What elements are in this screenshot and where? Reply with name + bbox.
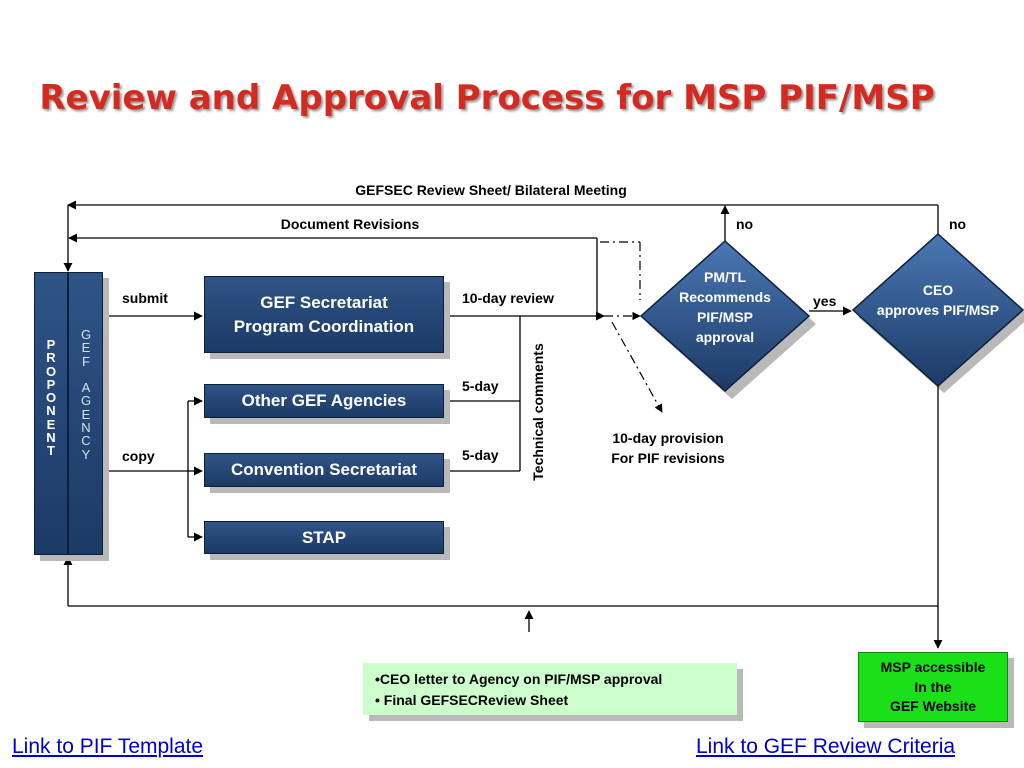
proponent-divider [67,272,69,555]
document-revisions-label: Document Revisions [281,216,420,232]
gef-agency-label: G E F A G E N C Y [80,327,92,462]
provision-label-2: For PIF revisions [611,450,725,466]
copy-label: copy [122,448,155,464]
pm-tl-decision [639,239,811,393]
ceo-label: CEO approves PIF/MSP [876,282,1000,318]
note-line-1: •CEO letter to Agency on PIF/MSP approva… [375,671,663,687]
gef-secretariat-label: GEF Secretariat Program Coordination [233,292,415,336]
msp-accessible-box: MSP accessible In the GEF Website [858,652,1008,722]
stap-label: STAP [301,527,347,547]
no-label-pm: no [736,216,753,232]
submit-label: submit [122,290,168,306]
ten-day-review-label: 10-day review [462,290,554,306]
other-agencies-label: Other GEF Agencies [241,391,407,410]
proponent-label: P R O P O N E N T [45,337,57,459]
pm-tl-label: PM/TL Recommends PIF/MSP approval [679,269,771,345]
other-agencies-box: Other GEF Agencies [204,384,444,418]
yes-label: yes [813,293,837,309]
page-title: Review and Approval Process for MSP PIF/… [39,78,935,118]
review-criteria-link[interactable]: Link to GEF Review Criteria [696,735,956,758]
provision-label-1: 10-day provision [612,430,723,446]
pif-template-link[interactable]: Link to PIF Template [12,735,204,758]
gef-secretariat-box: GEF Secretariat Program Coordination [204,276,444,353]
five-day-label-2: 5-day [462,447,499,463]
no-label-ceo: no [949,216,966,232]
five-day-label-1: 5-day [462,378,499,394]
convention-secretariat-box: Convention Secretariat [204,453,444,487]
technical-comments-label: Technical comments [530,343,546,481]
stap-box: STAP [204,521,444,554]
approval-output-note: •CEO letter to Agency on PIF/MSP approva… [363,663,737,715]
gefsec-review-label: GEFSEC Review Sheet/ Bilateral Meeting [355,182,627,198]
note-line-2: • Final GEFSECReview Sheet [375,692,569,708]
convention-secretariat-label: Convention Secretariat [230,460,418,479]
